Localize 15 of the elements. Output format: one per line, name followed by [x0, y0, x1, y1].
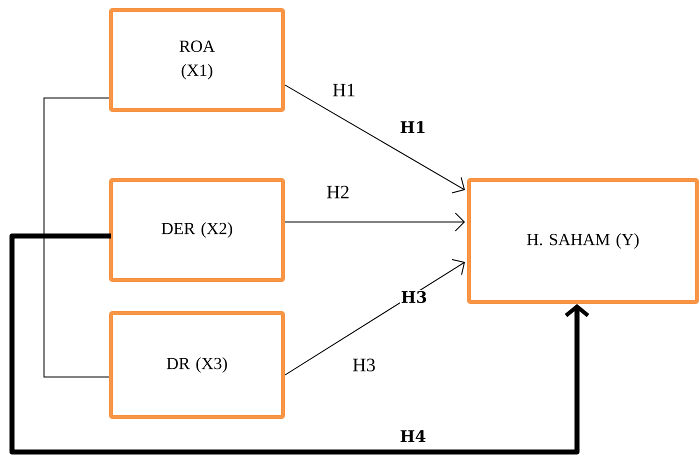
arrow [284, 259, 465, 376]
arrow [284, 84, 465, 194]
edge-label: H2 [325, 184, 351, 200]
edge-label: H3 [351, 358, 377, 372]
variable-box: H. SAHAM (Y) [467, 178, 699, 304]
edge-label: H1 [331, 82, 357, 98]
arrow [10, 234, 590, 454]
connector-line [44, 98, 110, 378]
variable-box: ROA (X1) [109, 8, 285, 112]
variable-box: DER (X2) [109, 178, 285, 282]
edge-label: H4 [398, 429, 428, 443]
hypothesis-label: H3 [400, 290, 428, 304]
hypothesis-label: H1 [398, 120, 428, 134]
variable-box: DR (X3) [109, 311, 285, 419]
arrow [284, 212, 465, 232]
